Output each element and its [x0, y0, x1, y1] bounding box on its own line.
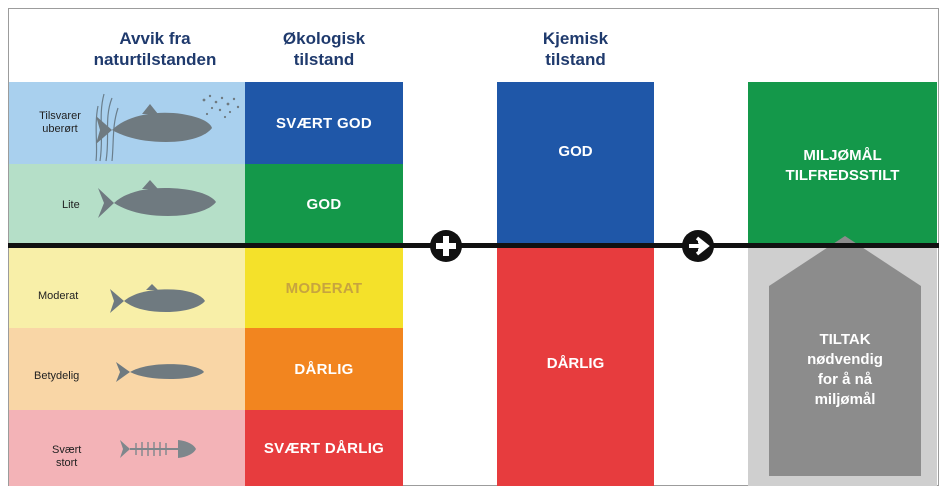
- row-label-3-line1: Moderat: [38, 290, 79, 302]
- status-god: GOD: [245, 164, 403, 244]
- result-goal-met: [748, 82, 937, 244]
- status-svaert-darlig: SVÆRT DÅRLIG: [245, 410, 403, 486]
- plus-icon: [430, 230, 462, 262]
- header-kjemisk-line2: tilstand: [545, 50, 606, 69]
- header-avvik-line2: naturtilstanden: [93, 50, 217, 69]
- row-label-3: Moderat: [38, 290, 78, 303]
- chemical-status-good: GOD: [497, 82, 654, 248]
- header-okologisk-line2: tilstand: [293, 50, 355, 69]
- result-action-line2: nødvendig: [807, 351, 883, 368]
- row-label-2-line1: Lite: [62, 199, 80, 211]
- fish-skeleton-icon: [120, 440, 196, 458]
- status-moderat: MODERAT: [245, 248, 403, 328]
- fish-healthy-icon: [98, 180, 216, 218]
- header-kjemisk: Kjemisk tilstand: [497, 28, 654, 70]
- row-label-5-line2: stort: [55, 457, 78, 469]
- up-arrow-shape-icon: [769, 236, 921, 476]
- row-label-1-line1: Tilsvarer: [39, 110, 81, 122]
- deviation-row-3: [9, 248, 245, 328]
- chemical-status-bad-label: DÅRLIG: [546, 354, 605, 372]
- row-label-4-line1: Betydelig: [34, 370, 80, 382]
- result-goal-met-line1: MILJØMÅL: [803, 147, 882, 164]
- deviation-row-4: [9, 328, 245, 410]
- arrow-right-icon: [682, 230, 714, 262]
- result-goal-met-text: MILJØMÅL TILFREDSSTILT: [748, 146, 937, 186]
- header-kjemisk-line1: Kjemisk: [542, 29, 609, 48]
- row-label-5-line1: Svært: [52, 444, 82, 456]
- threshold-line: [8, 243, 939, 248]
- row-label-1-line2: uberørt: [42, 123, 78, 135]
- header-avvik: Avvik fra naturtilstanden: [60, 28, 250, 70]
- row-label-2: Lite: [62, 199, 80, 212]
- result-goal-met-line2: TILFREDSSTILT: [785, 167, 900, 184]
- fish-pristine-icon: [95, 93, 240, 162]
- row-label-4: Betydelig: [34, 370, 79, 383]
- row-label-1: Tilsvarer uberørt: [34, 110, 86, 136]
- status-svaert-god: SVÆRT GOD: [245, 82, 403, 164]
- fish-poor-icon: [116, 362, 204, 382]
- status-darlig: DÅRLIG: [245, 328, 403, 410]
- chemical-status-bad: DÅRLIG: [497, 248, 654, 486]
- header-okologisk: Økologisk tilstand: [245, 28, 403, 70]
- chemical-status-good-label: GOD: [558, 142, 593, 160]
- row-label-5: Svært stort: [52, 444, 81, 470]
- header-okologisk-line1: Økologisk: [282, 29, 366, 48]
- result-action-line4: miljømål: [814, 391, 876, 408]
- header-avvik-line1: Avvik fra: [119, 29, 191, 48]
- result-action-line3: for å nå: [817, 371, 873, 388]
- result-action-text: TILTAK nødvendig for å nå miljømål: [765, 330, 925, 410]
- result-action-line1: TILTAK: [819, 331, 871, 348]
- fish-moderate-icon: [110, 284, 205, 313]
